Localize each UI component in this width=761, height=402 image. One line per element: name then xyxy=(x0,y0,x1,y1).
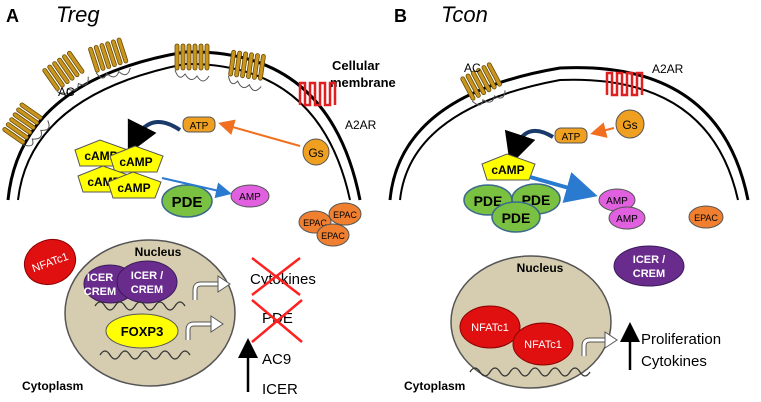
transcription-arrowhead xyxy=(604,331,618,349)
dna-strand xyxy=(94,301,186,311)
gs-label: Gs xyxy=(622,118,637,132)
transcription-arrowhead xyxy=(210,315,224,333)
cell-membrane-outer xyxy=(388,66,750,201)
cytoplasm-label: Cytoplasm xyxy=(22,379,83,393)
icer-crem-back-line2: CREM xyxy=(84,286,116,298)
proliferation-label: Proliferation xyxy=(641,331,721,348)
amp-label: AMP xyxy=(606,196,628,207)
nucleus xyxy=(450,255,612,389)
gs-to-atp-arrow xyxy=(218,119,301,147)
pde-label: PDE xyxy=(172,194,203,211)
ac-label: AC xyxy=(464,61,481,75)
epac-label: EPAC xyxy=(333,210,357,220)
a2ar-label: A2AR xyxy=(345,118,377,132)
pde-label: PDE xyxy=(502,210,531,226)
icer-crem-back-line1: ICER xyxy=(87,272,113,284)
cytokines-label: Cytokines xyxy=(641,353,707,370)
icer-crem xyxy=(613,245,685,287)
membrane-label-line2: membrane xyxy=(330,75,396,90)
nfatc1-protein xyxy=(512,322,574,366)
ac9-label: AC9 xyxy=(262,351,291,368)
cytoplasm-label: Cytoplasm xyxy=(404,379,465,393)
pde-enzyme xyxy=(161,184,213,218)
amp-label: AMP xyxy=(616,214,638,225)
transcription-arrowhead xyxy=(217,275,231,293)
pde-label: PDE xyxy=(474,193,503,209)
dna-strand xyxy=(99,350,191,360)
nfatc1-label: NFATc1 xyxy=(471,322,509,334)
panel-a-title: Treg xyxy=(56,2,100,27)
dna-strand xyxy=(469,367,591,377)
pde-enzyme xyxy=(491,201,541,233)
camp-shape xyxy=(481,153,536,181)
gs-label: Gs xyxy=(308,146,323,160)
camp-cluster: cAMP cAMP cAMP cAMP xyxy=(74,139,164,199)
camp-shape xyxy=(109,145,164,173)
atp-label: ATP xyxy=(562,132,581,143)
membrane-label-line1: Cellular xyxy=(332,58,380,73)
nfatc1-label: NFATc1 xyxy=(524,339,562,351)
epac-molecule xyxy=(328,202,362,226)
cross-line xyxy=(251,299,303,343)
atp-label: ATP xyxy=(190,121,209,132)
cell-membrane-inner xyxy=(399,78,739,201)
ac-receptor-icon xyxy=(226,49,267,92)
nfatc1-protein xyxy=(459,305,521,349)
camp-to-amp-arrow xyxy=(161,177,232,199)
camp-label: cAMP xyxy=(117,181,150,195)
camp-label: cAMP xyxy=(84,149,117,163)
icer-crem-line1: ICER / xyxy=(131,270,163,282)
transcription-arrow xyxy=(582,338,608,356)
icer-crem-line1: ICER / xyxy=(633,254,665,266)
atp-conversion-arrow xyxy=(504,128,555,166)
epac-label: EPAC xyxy=(303,218,327,228)
epac-label: EPAC xyxy=(321,231,345,241)
epac-molecule xyxy=(316,223,350,247)
nucleus-label: Nucleus xyxy=(517,261,564,275)
ac-label: AC xyxy=(58,85,75,99)
camp-label: cAMP xyxy=(119,155,152,169)
a2ar-label: A2AR xyxy=(652,62,684,76)
ac-receptor-icon xyxy=(1,101,53,152)
panel-a-letter: A xyxy=(6,6,19,26)
transcription-arrow xyxy=(193,282,221,300)
epac-molecule xyxy=(688,205,724,229)
atp-box xyxy=(554,127,588,144)
atp-conversion-arrow xyxy=(127,118,182,155)
foxp3-protein xyxy=(105,313,179,349)
icer-crem-front xyxy=(116,260,178,304)
panel-a: A Treg AC Cellular membrane A2AR Gs ATP … xyxy=(1,2,396,398)
nucleus-label: Nucleus xyxy=(135,245,182,259)
panel-b-letter: B xyxy=(394,6,407,26)
nfatc1-protein xyxy=(23,238,77,286)
amp-molecule xyxy=(230,184,270,208)
icer-label: ICER xyxy=(262,381,298,398)
cytokines-crossed-label: Cytokines xyxy=(250,271,316,288)
camp-to-amp-arrow xyxy=(529,172,598,203)
atp-box xyxy=(182,116,216,133)
camp-shape xyxy=(107,171,162,199)
camp-label: cAMP xyxy=(491,163,524,177)
panel-b: B Tcon AC A2AR Gs ATP cAMP PDE PDE PDE A… xyxy=(388,2,750,393)
gs-to-atp-arrow xyxy=(590,122,615,138)
gs-protein xyxy=(302,138,330,166)
a2ar-receptor-icon xyxy=(605,71,644,97)
foxp3-label: FOXP3 xyxy=(121,324,164,339)
epac-label: EPAC xyxy=(694,213,718,223)
ac-receptor-icon xyxy=(174,43,210,82)
icer-crem-line2: CREM xyxy=(633,268,665,280)
transcription-arrow xyxy=(186,322,214,340)
a2ar-receptor-icon xyxy=(298,81,337,107)
cross-line xyxy=(251,257,301,296)
amp-label: AMP xyxy=(239,192,261,203)
ac-receptor-icon xyxy=(87,36,133,84)
amp-molecule xyxy=(608,206,646,230)
gs-protein xyxy=(615,109,645,139)
panel-b-title: Tcon xyxy=(441,2,488,27)
icer-crem-line2: CREM xyxy=(131,284,163,296)
